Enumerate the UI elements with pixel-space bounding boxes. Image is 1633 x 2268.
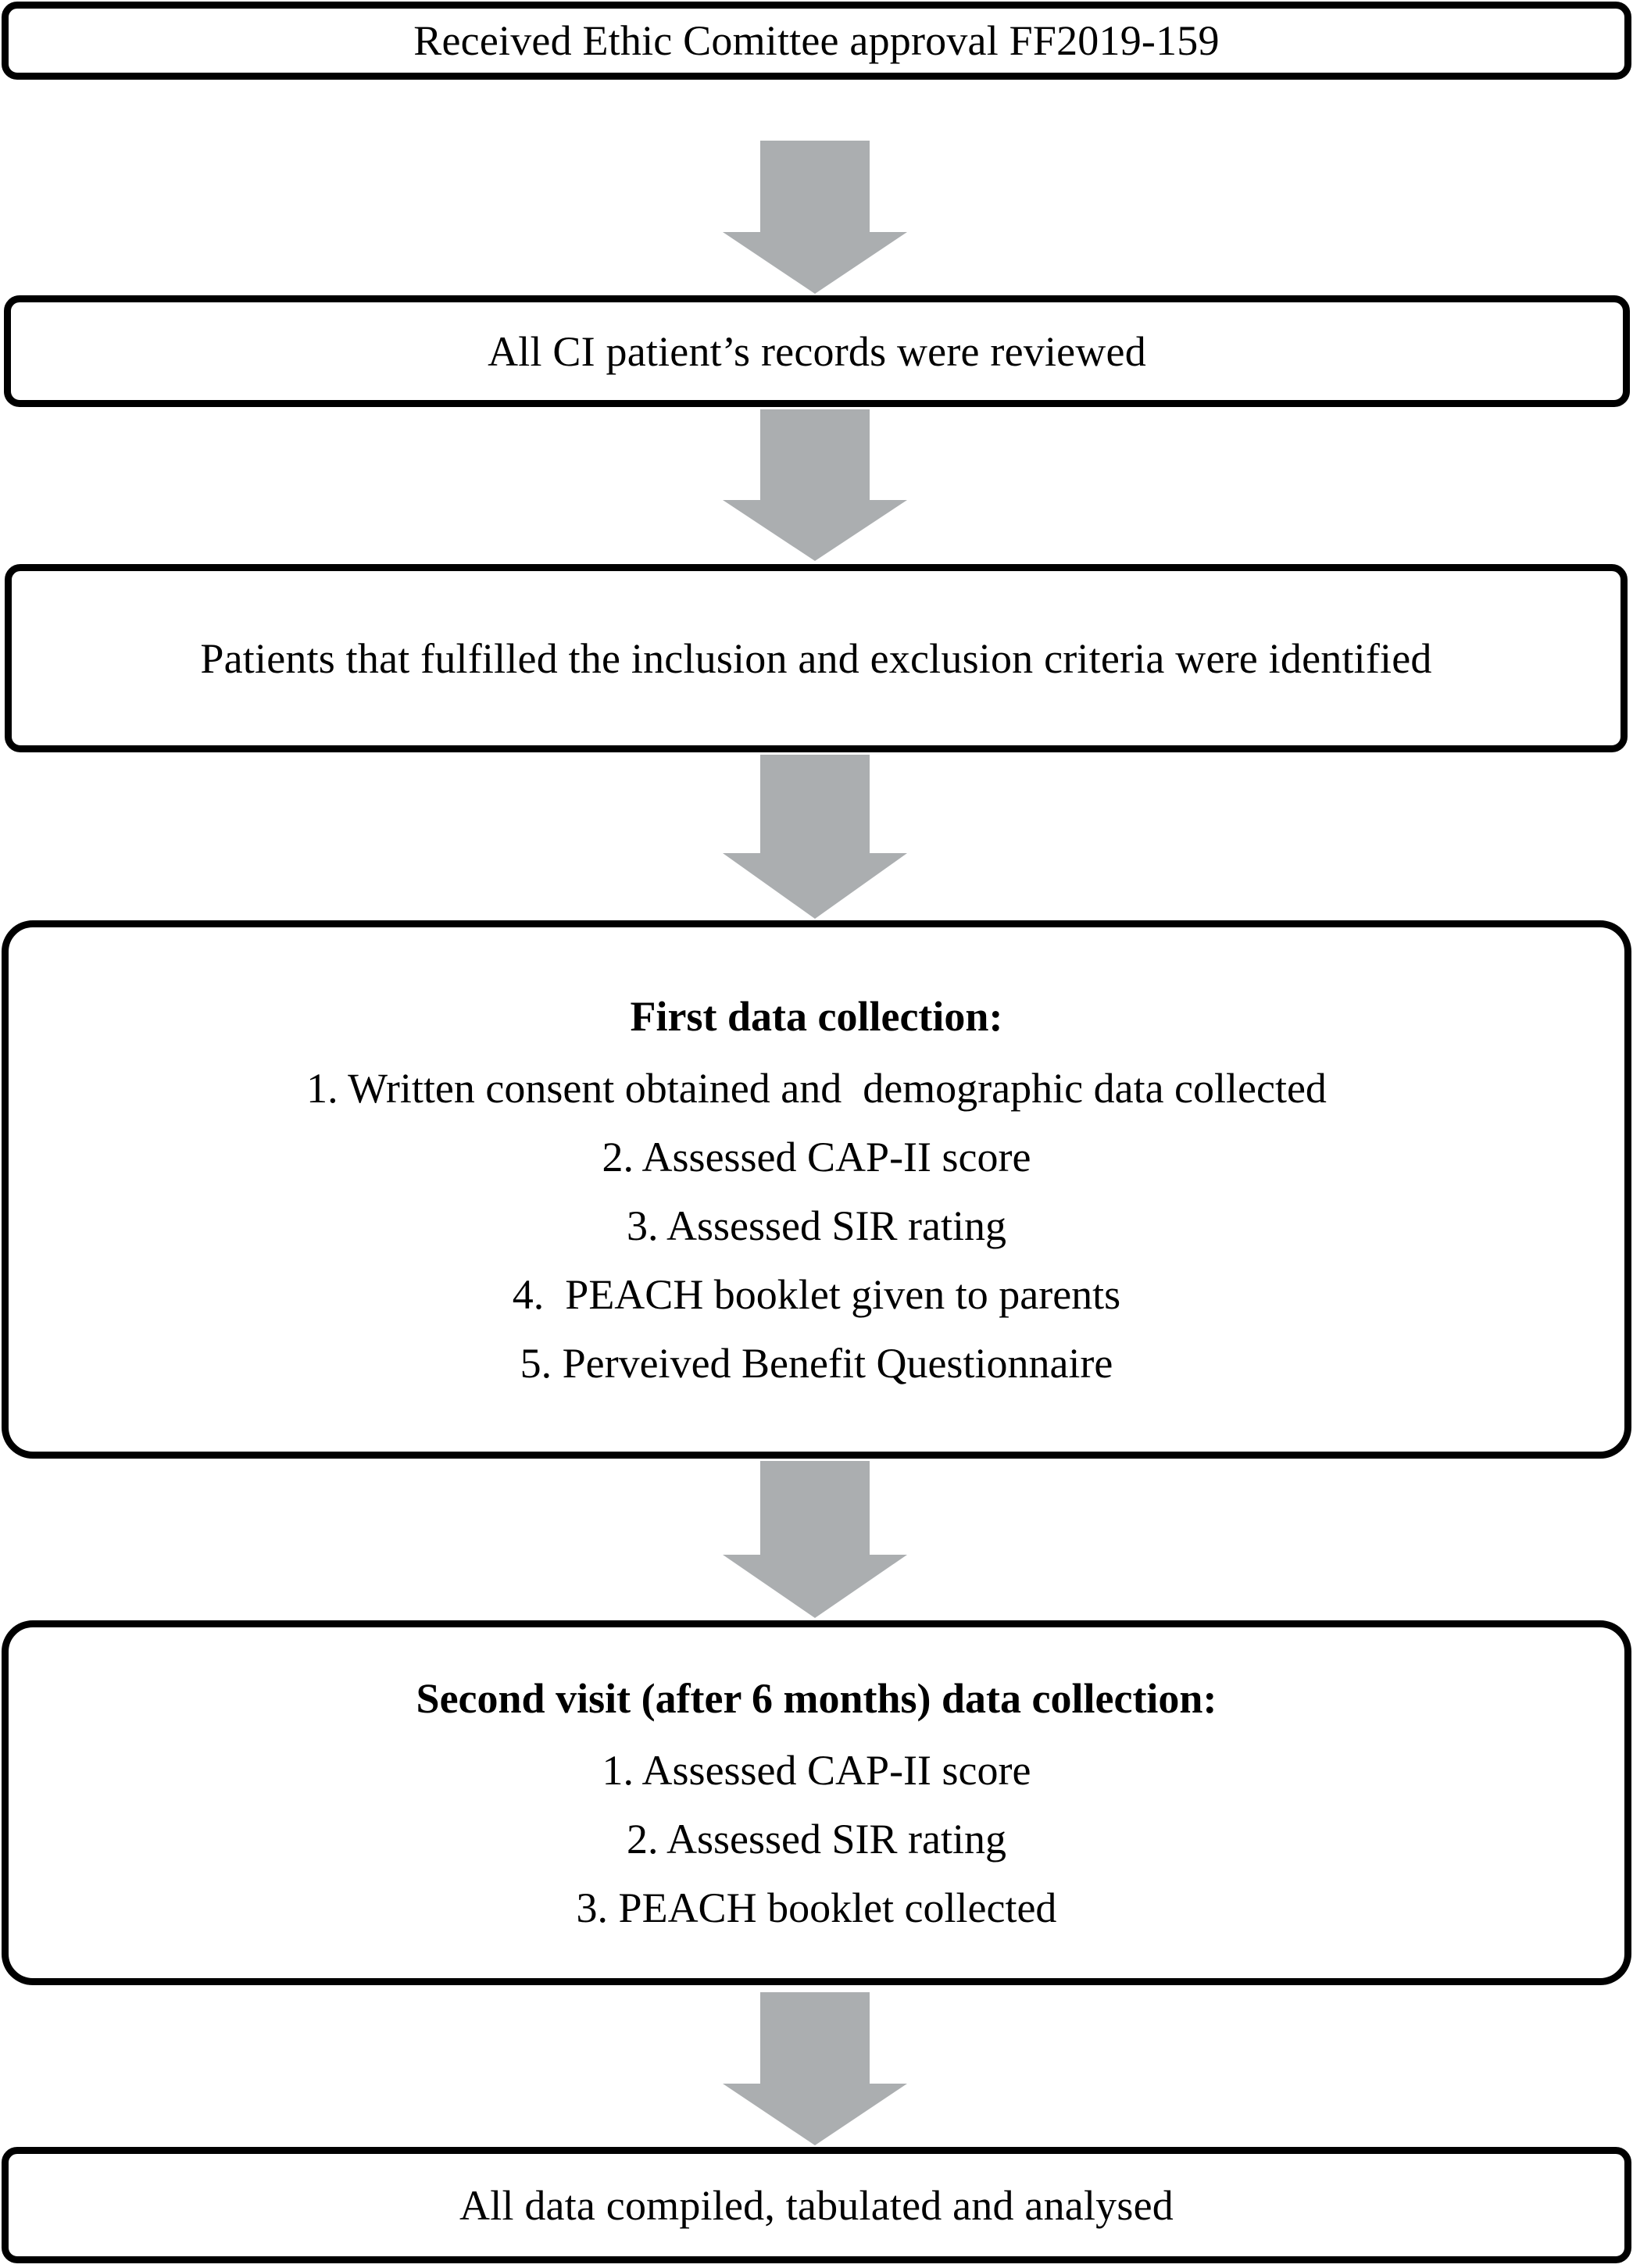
flow-node-ethics-approval-text: Received Ethic Comittee approval FF2019-… [413,17,1220,64]
flow-node-inclusion-exclusion-criteria: Patients that fulfilled the inclusion an… [5,564,1628,752]
flow-node-data-analysis-text: All data compiled, tabulated and analyse… [459,2181,1174,2229]
list-item: 1. Written consent obtained and demograp… [306,1064,1327,1112]
flow-node-second-visit-data-collection: Second visit (after 6 months) data colle… [2,1620,1631,1985]
flow-node-inclusion-exclusion-criteria-text: Patients that fulfilled the inclusion an… [200,634,1432,682]
flow-node-records-reviewed-text: All CI patient’s records were reviewed [488,327,1146,375]
list-item: 4. PEACH booklet given to parents [512,1270,1121,1318]
flow-node-second-visit-data-collection-heading: Second visit (after 6 months) data colle… [416,1674,1217,1722]
flow-node-first-data-collection-heading: First data collection: [630,992,1003,1040]
down-arrow-icon-4 [723,1461,907,1618]
list-item: 1. Assessed CAP-II score [602,1746,1031,1794]
list-item: 5. Perveived Benefit Questionnaire [520,1339,1113,1387]
list-item: 3. PEACH booklet collected [576,1884,1057,1931]
list-item: 3. Assessed SIR rating [627,1202,1006,1249]
list-item: 2. Assessed SIR rating [626,1815,1006,1863]
flow-node-first-data-collection: First data collection: 1. Written consen… [2,920,1631,1459]
down-arrow-icon-2 [723,409,907,561]
flow-node-data-analysis: All data compiled, tabulated and analyse… [2,2147,1631,2263]
flow-node-ethics-approval: Received Ethic Comittee approval FF2019-… [2,2,1631,80]
list-item: 2. Assessed CAP-II score [602,1133,1031,1180]
second-visit-data-collection-list: 1. Assessed CAP-II score 2. Assessed SIR… [577,1749,1057,1929]
down-arrow-icon-1 [723,141,907,294]
down-arrow-icon-5 [723,1992,907,2145]
first-data-collection-list: 1. Written consent obtained and demograp… [306,1067,1327,1384]
down-arrow-icon-3 [723,755,907,919]
flow-node-records-reviewed: All CI patient’s records were reviewed [4,295,1630,407]
